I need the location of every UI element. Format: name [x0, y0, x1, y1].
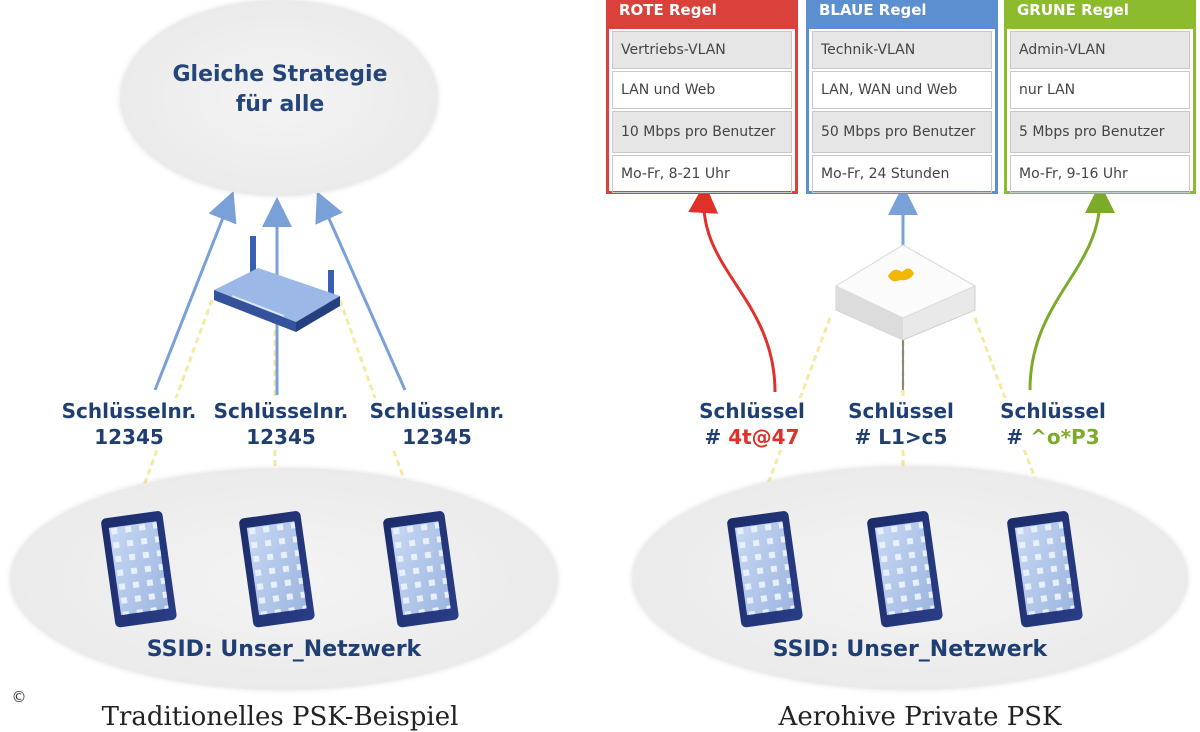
rule-red: ROTE Regel Vertriebs-VLAN LAN und Web 10…: [606, 0, 798, 194]
rule-blue-access: LAN, WAN und Web: [812, 71, 992, 109]
key-code-green: ^o*P3: [1030, 425, 1100, 449]
right-key-green: Schlüssel # ^o*P3: [968, 398, 1138, 450]
rule-green: GRÜNE Regel Admin-VLAN nur LAN 5 Mbps pr…: [1004, 0, 1196, 194]
strategy-line-2: für alle: [235, 92, 325, 117]
right-key-blue: Schlüssel # L1>c5: [816, 398, 986, 450]
rule-green-access: nur LAN: [1010, 71, 1190, 109]
left-ssid: SSID: Unser_Netzwerk: [146, 637, 422, 662]
rule-blue: BLAUE Regel Technik-VLAN LAN, WAN und We…: [806, 0, 998, 194]
tablet-icon: [1007, 511, 1083, 628]
rule-green-title: GRÜNE Regel: [1007, 3, 1193, 29]
rule-red-access: LAN und Web: [612, 71, 792, 109]
rule-blue-title: BLAUE Regel: [809, 3, 995, 29]
red-arrow: [688, 183, 777, 393]
right-ssid: SSID: Unser_Netzwerk: [772, 637, 1048, 662]
rule-red-schedule: Mo-Fr, 8-21 Uhr: [612, 155, 792, 193]
tablet-icon: [867, 511, 943, 628]
right-caption: Aerohive Private PSK: [778, 702, 1062, 732]
rule-red-bandwidth: 10 Mbps pro Benutzer: [612, 111, 792, 153]
tablet-icon: [383, 511, 459, 628]
tablet-icon: [727, 511, 803, 628]
rule-blue-schedule: Mo-Fr, 24 Stunden: [812, 155, 992, 193]
strategy-ellipse: [120, 0, 438, 196]
rule-green-schedule: Mo-Fr, 9-16 Uhr: [1010, 155, 1190, 193]
green-arrow: [1028, 183, 1115, 391]
rule-green-vlan: Admin-VLAN: [1010, 31, 1190, 69]
access-point-icon: [834, 244, 977, 390]
key-code-red: 4t@47: [728, 425, 800, 449]
rule-green-bandwidth: 5 Mbps pro Benutzer: [1010, 111, 1190, 153]
key-code-blue: L1>c5: [878, 425, 948, 449]
tablet-icon: [239, 511, 315, 628]
rule-red-title: ROTE Regel: [609, 3, 795, 29]
router-icon: [214, 236, 340, 332]
copyright-icon: ©: [8, 686, 30, 708]
rule-blue-vlan: Technik-VLAN: [812, 31, 992, 69]
left-key-1: Schlüsselnr. 12345: [44, 398, 214, 450]
left-caption: Traditionelles PSK-Beispiel: [101, 702, 459, 732]
rule-blue-bandwidth: 50 Mbps pro Benutzer: [812, 111, 992, 153]
left-key-2: Schlüsselnr. 12345: [196, 398, 366, 450]
tablet-icon: [101, 511, 177, 628]
rule-red-vlan: Vertriebs-VLAN: [612, 31, 792, 69]
left-key-3: Schlüsselnr. 12345: [352, 398, 522, 450]
strategy-label: Gleiche Strategie für alle: [150, 60, 410, 120]
strategy-line-1: Gleiche Strategie: [172, 62, 388, 87]
right-key-red: Schlüssel # 4t@47: [667, 398, 837, 450]
